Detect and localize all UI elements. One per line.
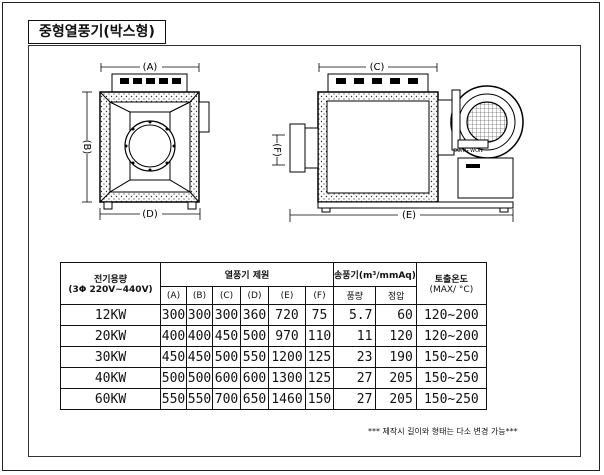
cell-temp: 150~250	[415, 346, 487, 368]
cell-flow: 27	[332, 388, 377, 410]
cell-f: 125	[305, 367, 334, 389]
cell-e: 720	[268, 304, 306, 326]
cell-d: 500	[240, 325, 269, 347]
cell-e: 970	[268, 325, 306, 347]
spec-table: 전기용량 (3Φ 220V~440V) 열풍기 제원 송풍기(m³/mmAq) …	[60, 262, 487, 410]
motor-label: DONG WON	[453, 148, 483, 154]
cell-power: 60KW	[60, 388, 161, 410]
cell-e: 1300	[268, 367, 306, 389]
cell-d: 360	[240, 304, 269, 326]
col-header-e: (E)	[268, 286, 306, 305]
col-header-c: (C)	[212, 286, 241, 305]
cell-temp: 150~250	[415, 367, 487, 389]
cell-pressure: 205	[375, 388, 417, 410]
table-row: 30KW 450 450 500 550 1200 125 23 190 150…	[60, 346, 487, 368]
cell-b: 500	[186, 367, 213, 389]
cell-f: 125	[305, 346, 334, 368]
cell-b: 550	[186, 388, 213, 410]
col-header-b: (B)	[186, 286, 213, 305]
front-view: (A) (B)	[80, 61, 210, 220]
cell-pressure: 190	[375, 346, 417, 368]
cell-d: 600	[240, 367, 269, 389]
cell-pressure: 205	[375, 367, 417, 389]
cell-a: 550	[160, 388, 187, 410]
col-header-pressure: 정압	[375, 286, 417, 305]
outer-frame	[2, 2, 600, 471]
cell-c: 450	[212, 325, 241, 347]
technical-drawing: (A) (B)	[80, 61, 524, 222]
cell-flow: 27	[332, 367, 377, 389]
col-header-d: (D)	[240, 286, 269, 305]
dim-e-label: (E)	[402, 210, 416, 221]
footnote: *** 제작시 길이와 형태는 다소 변경 가능***	[368, 427, 518, 436]
temp-header: 토출온도	[434, 275, 468, 285]
cell-c: 600	[212, 367, 241, 389]
dim-b-label: (B)	[81, 140, 92, 155]
cell-pressure: 60	[375, 304, 417, 326]
cell-c: 700	[212, 388, 241, 410]
cell-a: 500	[160, 367, 187, 389]
cell-b: 400	[186, 325, 213, 347]
cell-f: 75	[305, 304, 334, 326]
table-row: 60KW 550 550 700 650 1460 150 27 205 150…	[60, 388, 487, 410]
cell-flow: 11	[332, 325, 377, 347]
cell-a: 300	[160, 304, 187, 326]
cell-flow: 5.7	[332, 304, 377, 326]
cell-temp: 120~200	[415, 304, 487, 326]
table-row: 20KW 400 400 450 500 970 110 11 120 120~…	[60, 325, 487, 347]
temp-header-cell: 토출온도 (MAX/ °C)	[415, 262, 487, 305]
cell-c: 500	[212, 346, 241, 368]
dim-c-label: (C)	[370, 62, 385, 73]
cell-b: 450	[186, 346, 213, 368]
cell-power: 40KW	[60, 367, 161, 389]
cell-pressure: 120	[375, 325, 417, 347]
cell-d: 650	[240, 388, 269, 410]
cell-f: 150	[305, 388, 334, 410]
cell-temp: 120~200	[415, 325, 487, 347]
table-row: 40KW 500 500 600 600 1300 125 27 205 150…	[60, 367, 487, 389]
cell-d: 550	[240, 346, 269, 368]
cell-b: 300	[186, 304, 213, 326]
cell-flow: 23	[332, 346, 377, 368]
cell-e: 1200	[268, 346, 306, 368]
power-header: 전기용량	[93, 275, 128, 285]
power-header-cell: 전기용량 (3Φ 220V~440V)	[60, 262, 161, 305]
table-row: 12KW 300 300 300 360 720 75 5.7 60 120~2…	[60, 304, 487, 326]
cell-e: 1460	[268, 388, 306, 410]
dim-a-label: (A)	[143, 62, 158, 73]
cell-a: 450	[160, 346, 187, 368]
col-header-f: (F)	[305, 286, 334, 305]
cell-c: 300	[212, 304, 241, 326]
cell-a: 400	[160, 325, 187, 347]
col-header-a: (A)	[160, 286, 187, 305]
cell-power: 20KW	[60, 325, 161, 347]
blower-header: 송풍기(m³/mmAq)	[333, 262, 417, 287]
temp-subheader: (MAX/ °C)	[429, 285, 474, 295]
cell-temp: 150~250	[415, 388, 487, 410]
col-header-flow: 풍량	[332, 286, 377, 305]
cell-f: 110	[305, 325, 334, 347]
side-view: (C) (F) DONG WON (E)	[270, 61, 524, 222]
cell-power: 30KW	[60, 346, 161, 368]
diagram-box	[28, 45, 581, 457]
dims-header: 열풍기 제원	[160, 262, 334, 287]
dim-d-label: (D)	[142, 209, 158, 220]
dim-f-label: (F)	[271, 143, 282, 157]
cell-power: 12KW	[60, 304, 161, 326]
power-subheader: (3Φ 220V~440V)	[68, 285, 153, 295]
page-title: 중형열풍기(박스형)	[28, 20, 166, 44]
